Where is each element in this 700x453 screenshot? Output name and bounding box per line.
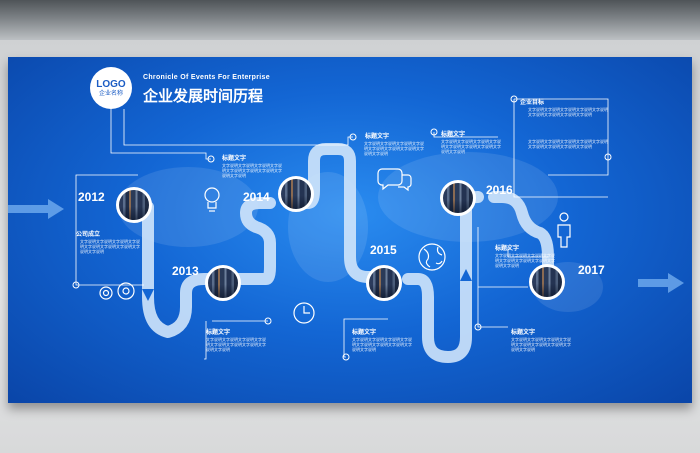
lightbulb-icon xyxy=(204,187,220,212)
timeline-board: LOGO 企业名称 Chronicle Of Events For Enterp… xyxy=(8,57,692,403)
topic-title: 标题文字 xyxy=(222,155,247,162)
milestone-photo-2012 xyxy=(116,187,152,223)
page-title: 企业发展时间历程 xyxy=(143,87,264,105)
left-arrow-band xyxy=(8,199,64,219)
person-icon xyxy=(557,212,571,248)
company-name: 企业名称 xyxy=(98,90,123,97)
logo-badge: LOGO 企业名称 xyxy=(90,67,132,109)
topic-title: 标题文字 xyxy=(365,133,390,140)
clock-icon xyxy=(293,302,315,324)
goal-title: 企业目标 xyxy=(520,99,545,106)
topic-title: 标题文字 xyxy=(206,329,231,336)
connector-lines xyxy=(75,98,609,360)
milestone-photo-2017 xyxy=(529,264,565,300)
year-label: 2013 xyxy=(172,264,199,278)
year-label: 2012 xyxy=(78,190,105,204)
globe-icon xyxy=(418,243,446,271)
logo-text: LOGO xyxy=(96,79,126,90)
topic-title: 标题文字 xyxy=(495,245,520,252)
year-label: 2015 xyxy=(370,243,397,257)
milestone-photo-2015 xyxy=(366,265,402,301)
milestone-photo-2016 xyxy=(440,180,476,216)
year-label: 2016 xyxy=(486,183,513,197)
topic-text: 文字说明文字说明文字说明文字说明文字说明文字说明文字说明文字说明文字说明 xyxy=(222,163,282,178)
topic-title: 标题文字 xyxy=(441,131,466,138)
path-arrow-up xyxy=(460,269,472,281)
right-arrow-band xyxy=(638,273,684,293)
milestone-photo-2014 xyxy=(278,176,314,212)
gears-icon xyxy=(99,282,135,300)
topic-text: 文字说明文字说明文字说明文字说明文字说明文字说明文字说明文字说明文字说明 xyxy=(495,253,555,268)
subtitle-en: Chronicle Of Events For Enterprise xyxy=(143,74,270,81)
sky-background xyxy=(0,0,700,40)
goal-text: 文字说明文字说明文字说明文字说明文字说明文字说明文字说明文字说明文字说明 xyxy=(528,139,608,149)
topic-text: 文字说明文字说明文字说明文字说明文字说明文字说明文字说明文字说明文字说明 xyxy=(206,337,266,352)
topic-text: 文字说明文字说明文字说明文字说明文字说明文字说明文字说明文字说明文字说明 xyxy=(441,139,501,154)
connector-nodes xyxy=(72,95,612,361)
year-label: 2014 xyxy=(243,190,270,204)
founded-title: 公司成立 xyxy=(76,231,101,238)
goal-text: 文字说明文字说明文字说明文字说明文字说明文字说明文字说明文字说明文字说明 xyxy=(528,107,608,117)
topic-text: 文字说明文字说明文字说明文字说明文字说明文字说明文字说明文字说明文字说明 xyxy=(364,141,424,156)
founded-text: 文字说明文字说明文字说明文字说明文字说明文字说明文字说明文字说明文字说明 xyxy=(80,239,140,254)
year-label: 2017 xyxy=(578,263,605,277)
path-arrow-down xyxy=(142,289,154,301)
topic-title: 标题文字 xyxy=(511,329,536,336)
topic-text: 文字说明文字说明文字说明文字说明文字说明文字说明文字说明文字说明文字说明 xyxy=(352,337,412,352)
timeline-path xyxy=(142,143,554,363)
topic-text: 文字说明文字说明文字说明文字说明文字说明文字说明文字说明文字说明文字说明 xyxy=(511,337,571,352)
milestone-photo-2013 xyxy=(205,265,241,301)
chat-icon xyxy=(377,168,412,192)
topic-title: 标题文字 xyxy=(352,329,377,336)
